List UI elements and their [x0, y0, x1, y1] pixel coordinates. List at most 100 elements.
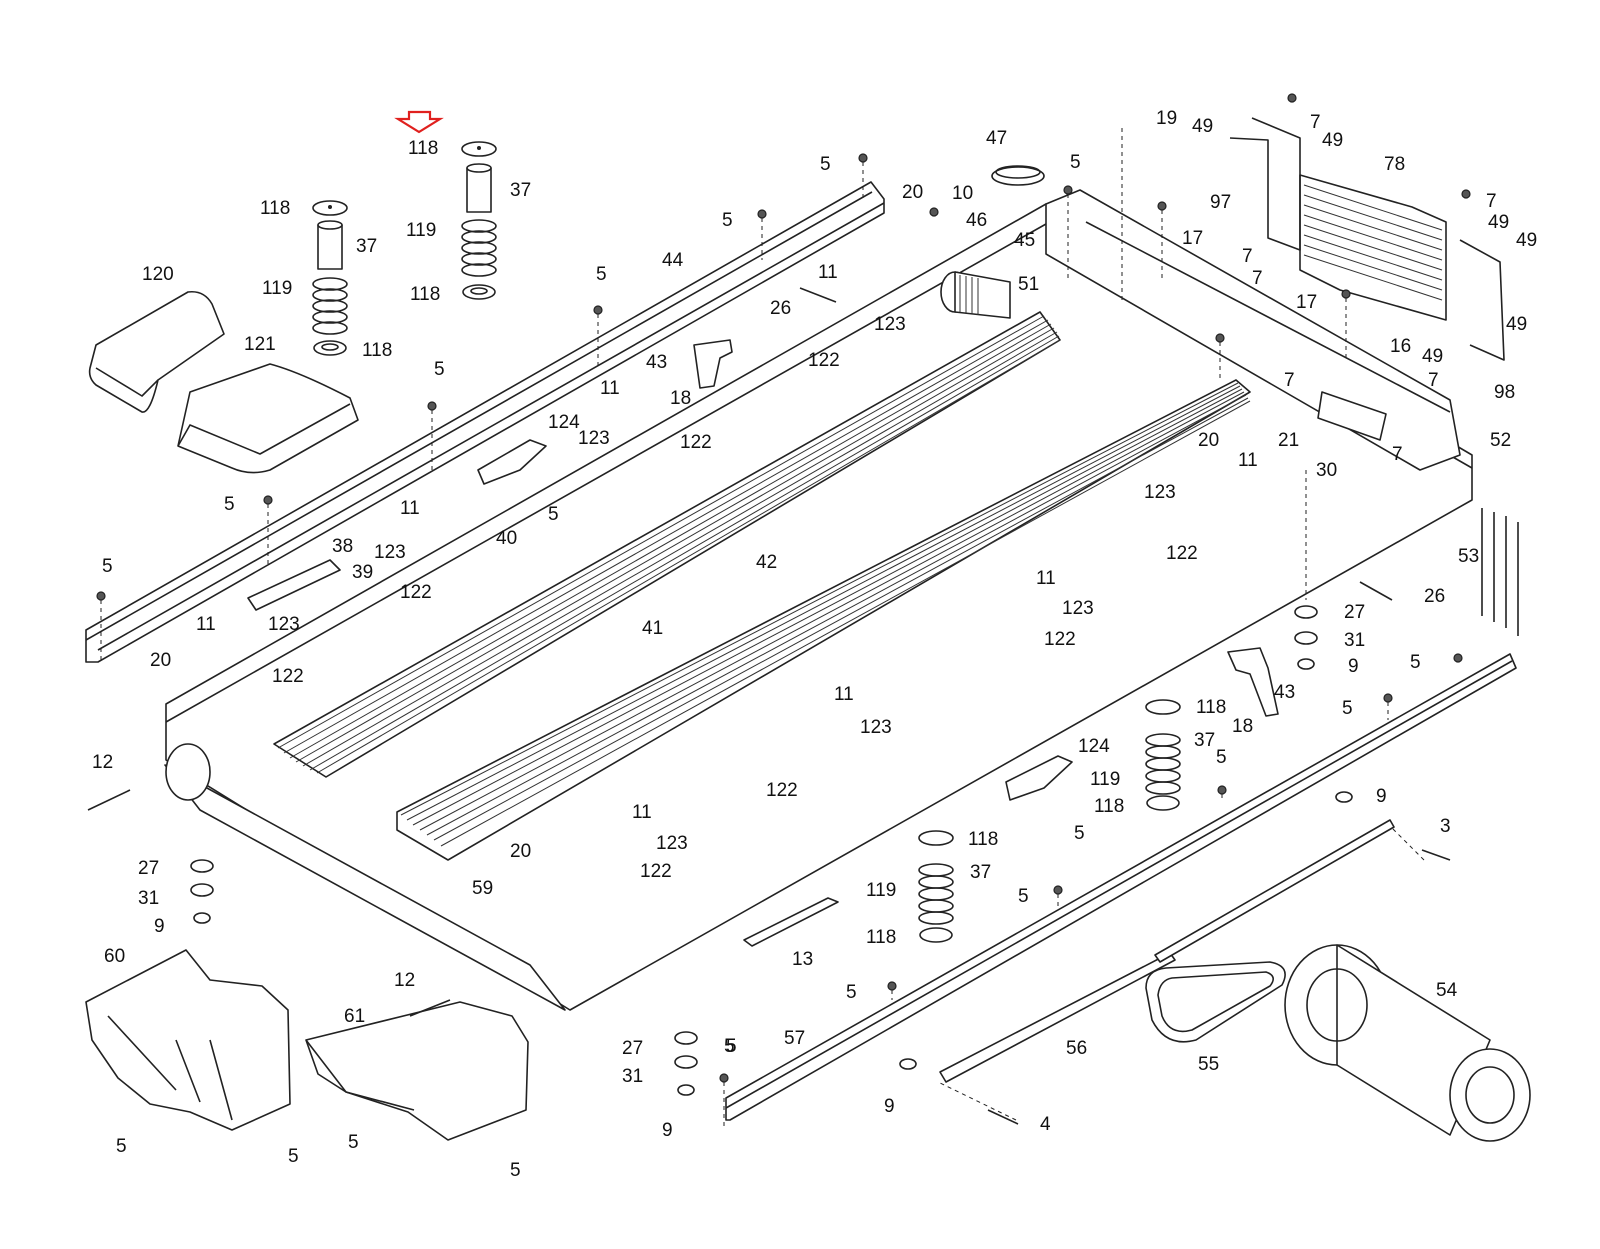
decal-13: [743, 897, 839, 947]
part-label: 26: [770, 298, 791, 319]
part-label: 118: [408, 138, 438, 159]
part-label: 5: [722, 210, 733, 231]
zip-ties-53: [1481, 508, 1519, 636]
part-label: 11: [196, 614, 216, 635]
part-label: 20: [1198, 430, 1219, 451]
part-label: 11: [818, 262, 838, 283]
part-label: 61: [344, 1006, 365, 1027]
motor-54: [1284, 944, 1531, 1142]
part-label: 5: [288, 1146, 299, 1167]
part-label: 122: [808, 350, 840, 371]
part-label: 17: [1296, 292, 1317, 313]
guard-61: [305, 1001, 529, 1141]
shock-assembly-left: [312, 200, 348, 356]
part-label: 7: [1252, 268, 1263, 289]
part-label: 118: [260, 198, 290, 219]
part-label: 9: [884, 1096, 895, 1117]
part-label: 5: [434, 359, 445, 380]
part-label: 5: [724, 1036, 735, 1057]
part-labels: 1183711911811837119118120121555555444318…: [92, 108, 1537, 1181]
pad-121: [177, 363, 359, 474]
part-label: 118: [1196, 697, 1226, 718]
bolt-12-front: [409, 999, 451, 1017]
part-label: 5: [1018, 886, 1029, 907]
part-label: 123: [860, 717, 892, 738]
part-label: 49: [1506, 314, 1527, 335]
part-label: 18: [670, 388, 691, 409]
bracket-98: [1459, 239, 1505, 361]
roller-51: [940, 271, 1011, 319]
part-label: 43: [646, 352, 667, 373]
part-label: 11: [632, 802, 652, 823]
drive-belt-55: [1145, 961, 1286, 1043]
part-label: 122: [1166, 543, 1198, 564]
part-label: 5: [224, 494, 235, 515]
part-label: 7: [1428, 370, 1439, 391]
part-label: 12: [92, 752, 113, 773]
part-label: 119: [866, 880, 896, 901]
part-label: 122: [272, 666, 304, 687]
part-label: 7: [1310, 112, 1321, 133]
part-label: 49: [1488, 212, 1509, 233]
part-label: 49: [1516, 230, 1537, 251]
part-label: 124: [548, 412, 580, 433]
part-label: 122: [680, 432, 712, 453]
part-label: 7: [1392, 444, 1403, 465]
bolt-3: [1421, 849, 1451, 861]
part-label: 21: [1278, 430, 1299, 451]
part-label: 121: [244, 334, 276, 355]
part-label: 57: [784, 1028, 805, 1049]
part-label: 56: [1066, 1038, 1087, 1059]
part-label: 37: [970, 862, 991, 883]
part-label: 119: [406, 220, 436, 241]
part-label: 55: [1198, 1054, 1219, 1075]
shock-assembly-right: [1145, 699, 1181, 811]
part-label: 20: [902, 182, 923, 203]
part-label: 11: [1238, 450, 1258, 471]
part-label: 46: [966, 210, 987, 231]
part-label: 17: [1182, 228, 1203, 249]
part-label: 37: [510, 180, 531, 201]
part-label: 118: [362, 340, 392, 361]
controller-78: [1299, 174, 1447, 321]
part-label: 98: [1494, 382, 1515, 403]
side-rail-44: [85, 181, 885, 663]
bracket-43-left: [693, 339, 733, 389]
part-label: 5: [1216, 747, 1227, 768]
part-label: 11: [400, 498, 420, 519]
part-label: 45: [1014, 230, 1035, 251]
part-label: 122: [1044, 629, 1076, 650]
part-label: 11: [1036, 568, 1056, 589]
part-label: 11: [600, 378, 620, 399]
part-label: 5: [1070, 152, 1081, 173]
part-label: 120: [142, 264, 174, 285]
fasteners: [96, 93, 1471, 1130]
part-label: 5: [820, 154, 831, 175]
part-label: 30: [1316, 460, 1337, 481]
part-label: 49: [1422, 346, 1443, 367]
bracket-43-right: [1227, 647, 1279, 717]
part-label: 53: [1458, 546, 1479, 567]
part-label: 39: [352, 562, 373, 583]
part-label: 40: [496, 528, 517, 549]
foot-pad-124-left: [477, 439, 547, 485]
part-label: 119: [262, 278, 292, 299]
part-label: 5: [726, 1036, 737, 1057]
part-label: 5: [102, 556, 113, 577]
part-label: 10: [952, 183, 973, 204]
part-label: 3: [1440, 816, 1451, 837]
part-label: 123: [874, 314, 906, 335]
pad-120: [88, 290, 225, 413]
part-label: 31: [1344, 630, 1365, 651]
part-label: 118: [968, 829, 998, 850]
part-label: 7: [1242, 246, 1253, 267]
part-label: 5: [1410, 652, 1421, 673]
part-label: 124: [1078, 736, 1110, 757]
part-label: 49: [1192, 116, 1213, 137]
part-label: 12: [394, 970, 415, 991]
deck-41: [273, 311, 1061, 778]
part-label: 31: [622, 1066, 643, 1087]
part-label: 54: [1436, 980, 1458, 1001]
part-label: 37: [1194, 730, 1215, 751]
